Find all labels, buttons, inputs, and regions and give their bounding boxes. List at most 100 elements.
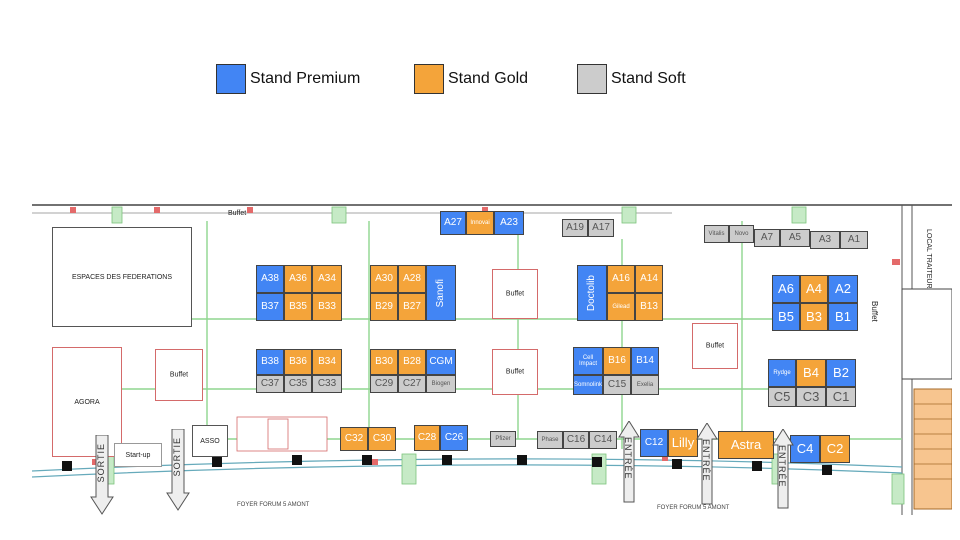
stand-b36[interactable]: B36 xyxy=(284,349,312,375)
stand-a34[interactable]: A34 xyxy=(312,265,342,293)
stand-c30[interactable]: C30 xyxy=(368,427,396,451)
stand-c15[interactable]: C15 xyxy=(603,375,631,395)
stand-c12[interactable]: C12 xyxy=(640,429,668,457)
stand-a3[interactable]: A3 xyxy=(810,231,840,249)
stand-b33[interactable]: B33 xyxy=(312,293,342,321)
stand-c4-label: C4 xyxy=(796,441,814,457)
stand-cgm[interactable]: CGM xyxy=(426,349,456,375)
stand-c37[interactable]: C37 xyxy=(256,375,284,393)
stand-b1[interactable]: B1 xyxy=(828,303,858,331)
stand-a9[interactable]: Novo xyxy=(729,225,754,243)
stand-b37[interactable]: B37 xyxy=(256,293,284,321)
floor-plan: ESPACES DES FEDERATIONS AGORA ASSO Start… xyxy=(32,199,952,515)
room-agora-label: AGORA xyxy=(74,398,100,406)
stand-a36[interactable]: A36 xyxy=(284,265,312,293)
stand-c32[interactable]: C32 xyxy=(340,427,368,451)
stand-b3[interactable]: B3 xyxy=(800,303,828,331)
stand-b30[interactable]: B30 xyxy=(370,349,398,375)
stand-b17[interactable]: Cell Impact xyxy=(573,347,603,375)
stand-rydge[interactable]: Rydge xyxy=(768,359,796,387)
stand-a28-label: A28 xyxy=(403,272,421,284)
stand-b28[interactable]: B28 xyxy=(398,349,426,375)
stand-a16[interactable]: A16 xyxy=(607,265,635,293)
stand-a2[interactable]: A2 xyxy=(828,275,858,303)
stand-sanofi-label: Sanofi xyxy=(434,278,446,308)
stand-c28[interactable]: C28 xyxy=(414,425,440,451)
stand-a17[interactable]: A17 xyxy=(588,219,614,237)
stand-a19-label: A19 xyxy=(566,221,584,233)
stand-a7[interactable]: A7 xyxy=(754,229,780,247)
stand-c4[interactable]: C4 xyxy=(790,435,820,463)
stand-b5[interactable]: B5 xyxy=(772,303,800,331)
stand-b16[interactable]: B16 xyxy=(603,347,631,375)
stand-a27[interactable]: A27 xyxy=(440,211,466,235)
stand-b35[interactable]: B35 xyxy=(284,293,312,321)
sortie-arrow-1 xyxy=(90,435,114,515)
stand-a36-label: A36 xyxy=(289,272,307,284)
stand-c27[interactable]: C27 xyxy=(398,375,426,393)
stand-c33[interactable]: C33 xyxy=(312,375,342,393)
stand-c17[interactable]: Somnolink xyxy=(573,375,603,395)
stand-c13[interactable]: Exelia xyxy=(631,375,659,395)
stand-astra[interactable]: Astra xyxy=(718,431,774,459)
entree-arrow-3 xyxy=(772,429,794,509)
stand-a2-label: A2 xyxy=(835,281,851,297)
stand-c16[interactable]: C16 xyxy=(563,431,589,449)
stand-b13[interactable]: B13 xyxy=(635,293,663,321)
stand-a1[interactable]: A1 xyxy=(840,231,868,249)
stand-a5[interactable]: A5 xyxy=(780,229,810,247)
stand-b3-label: B3 xyxy=(806,309,822,325)
stand-b34[interactable]: B34 xyxy=(312,349,342,375)
buffet-2: Buffet xyxy=(492,269,538,319)
stand-a17-label: A17 xyxy=(592,221,610,233)
stand-lilly[interactable]: Lilly xyxy=(668,429,698,457)
stand-c29-label: C29 xyxy=(374,377,394,389)
buffet-3-label: Buffet xyxy=(505,368,525,376)
stand-a13[interactable]: Vitalis xyxy=(704,225,729,243)
stand-c35[interactable]: C35 xyxy=(284,375,312,393)
stand-b38[interactable]: B38 xyxy=(256,349,284,375)
stand-c1[interactable]: C1 xyxy=(826,387,856,407)
stand-b27[interactable]: B27 xyxy=(398,293,426,321)
stand-a30-label: A30 xyxy=(375,272,393,284)
stand-b30-label: B30 xyxy=(375,355,393,367)
stand-b14[interactable]: B14 xyxy=(631,347,659,375)
foyer-label-left: FOYER FORUM 5 AMONT xyxy=(237,502,310,508)
stand-sanofi[interactable]: Sanofi xyxy=(426,265,456,321)
legend-swatch-premium xyxy=(216,64,246,94)
stand-c14[interactable]: C14 xyxy=(589,431,617,449)
stand-a6-label: A6 xyxy=(778,281,794,297)
stand-a38[interactable]: A38 xyxy=(256,265,284,293)
buffet-4: Buffet xyxy=(692,323,738,369)
stand-c24[interactable]: Pfizer xyxy=(490,431,516,447)
stand-c29[interactable]: C29 xyxy=(370,375,398,393)
stand-b29[interactable]: B29 xyxy=(370,293,398,321)
stand-a28[interactable]: A28 xyxy=(398,265,426,293)
stand-a25[interactable]: Innovai xyxy=(466,211,494,235)
stand-c2[interactable]: C2 xyxy=(820,435,850,463)
stand-a14[interactable]: A14 xyxy=(635,265,663,293)
stand-c26[interactable]: C26 xyxy=(440,425,468,451)
stand-c5[interactable]: C5 xyxy=(768,387,796,407)
stand-b4[interactable]: B4 xyxy=(796,359,826,387)
stand-a1-label: A1 xyxy=(847,233,861,245)
stand-c3[interactable]: C3 xyxy=(796,387,826,407)
legend-swatch-soft xyxy=(577,64,607,94)
stand-a30[interactable]: A30 xyxy=(370,265,398,293)
stand-c18[interactable]: Phase xyxy=(537,431,563,449)
stand-doctolib[interactable]: Doctolib xyxy=(577,265,607,321)
stand-a23[interactable]: A23 xyxy=(494,211,524,235)
stand-a9-label: Novo xyxy=(734,230,749,237)
entree-label-3: ENTRÉE xyxy=(777,445,787,488)
entree-arrow-2 xyxy=(696,423,718,505)
stand-c1-label: C1 xyxy=(832,389,850,405)
stand-a6[interactable]: A6 xyxy=(772,275,800,303)
stand-c25-label: Biogen xyxy=(431,380,451,387)
stand-a23-label: A23 xyxy=(500,216,518,228)
stand-b2[interactable]: B2 xyxy=(826,359,856,387)
stand-a19[interactable]: A19 xyxy=(562,219,588,237)
stand-doctolib-label: Doctolib xyxy=(585,274,597,312)
stand-a4[interactable]: A4 xyxy=(800,275,828,303)
stand-b15[interactable]: Gilead xyxy=(607,293,635,321)
stand-c25[interactable]: Biogen xyxy=(426,375,456,393)
